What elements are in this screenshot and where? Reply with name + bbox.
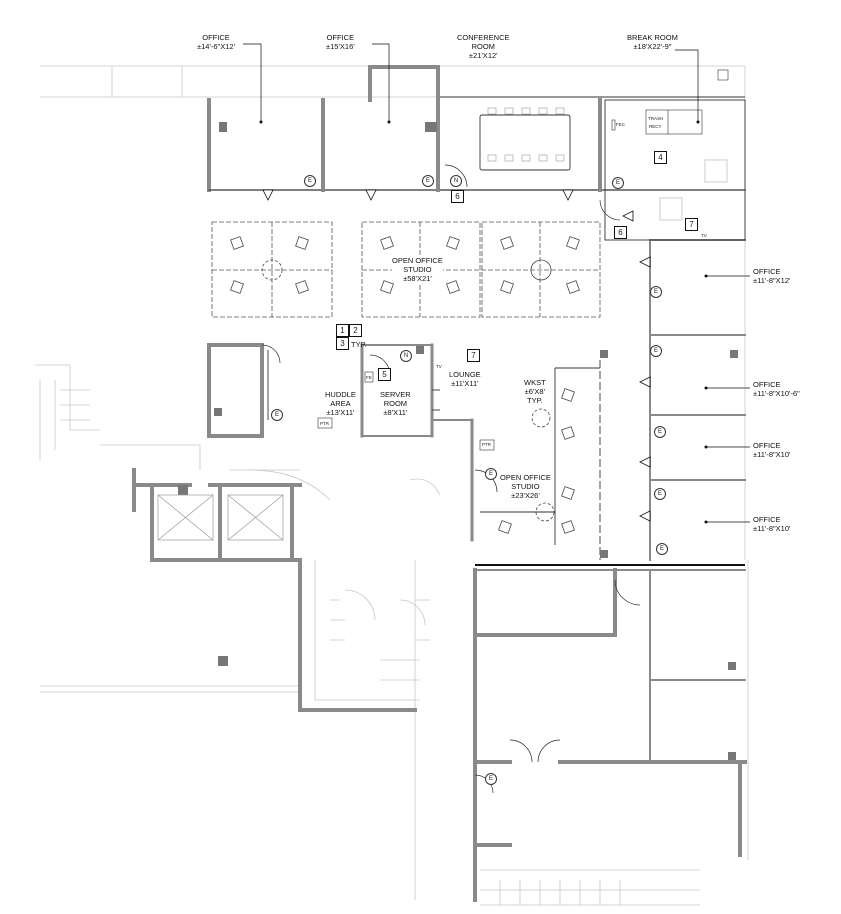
workstation-clusters bbox=[211, 221, 601, 318]
partitions bbox=[267, 96, 746, 566]
equipment-boxes bbox=[317, 69, 729, 451]
leader-dots bbox=[259, 120, 708, 524]
walls bbox=[132, 65, 747, 902]
conference-chairs bbox=[487, 107, 565, 162]
existing-building-lines bbox=[35, 65, 749, 906]
columns bbox=[178, 122, 738, 760]
chairs bbox=[230, 236, 580, 534]
door-swings bbox=[261, 164, 641, 794]
round-tables bbox=[261, 259, 555, 522]
elevator-shafts bbox=[157, 494, 284, 541]
break-room-furniture bbox=[645, 109, 728, 221]
fire-extinguisher-triangles bbox=[262, 189, 651, 522]
leader-lines bbox=[243, 43, 750, 523]
